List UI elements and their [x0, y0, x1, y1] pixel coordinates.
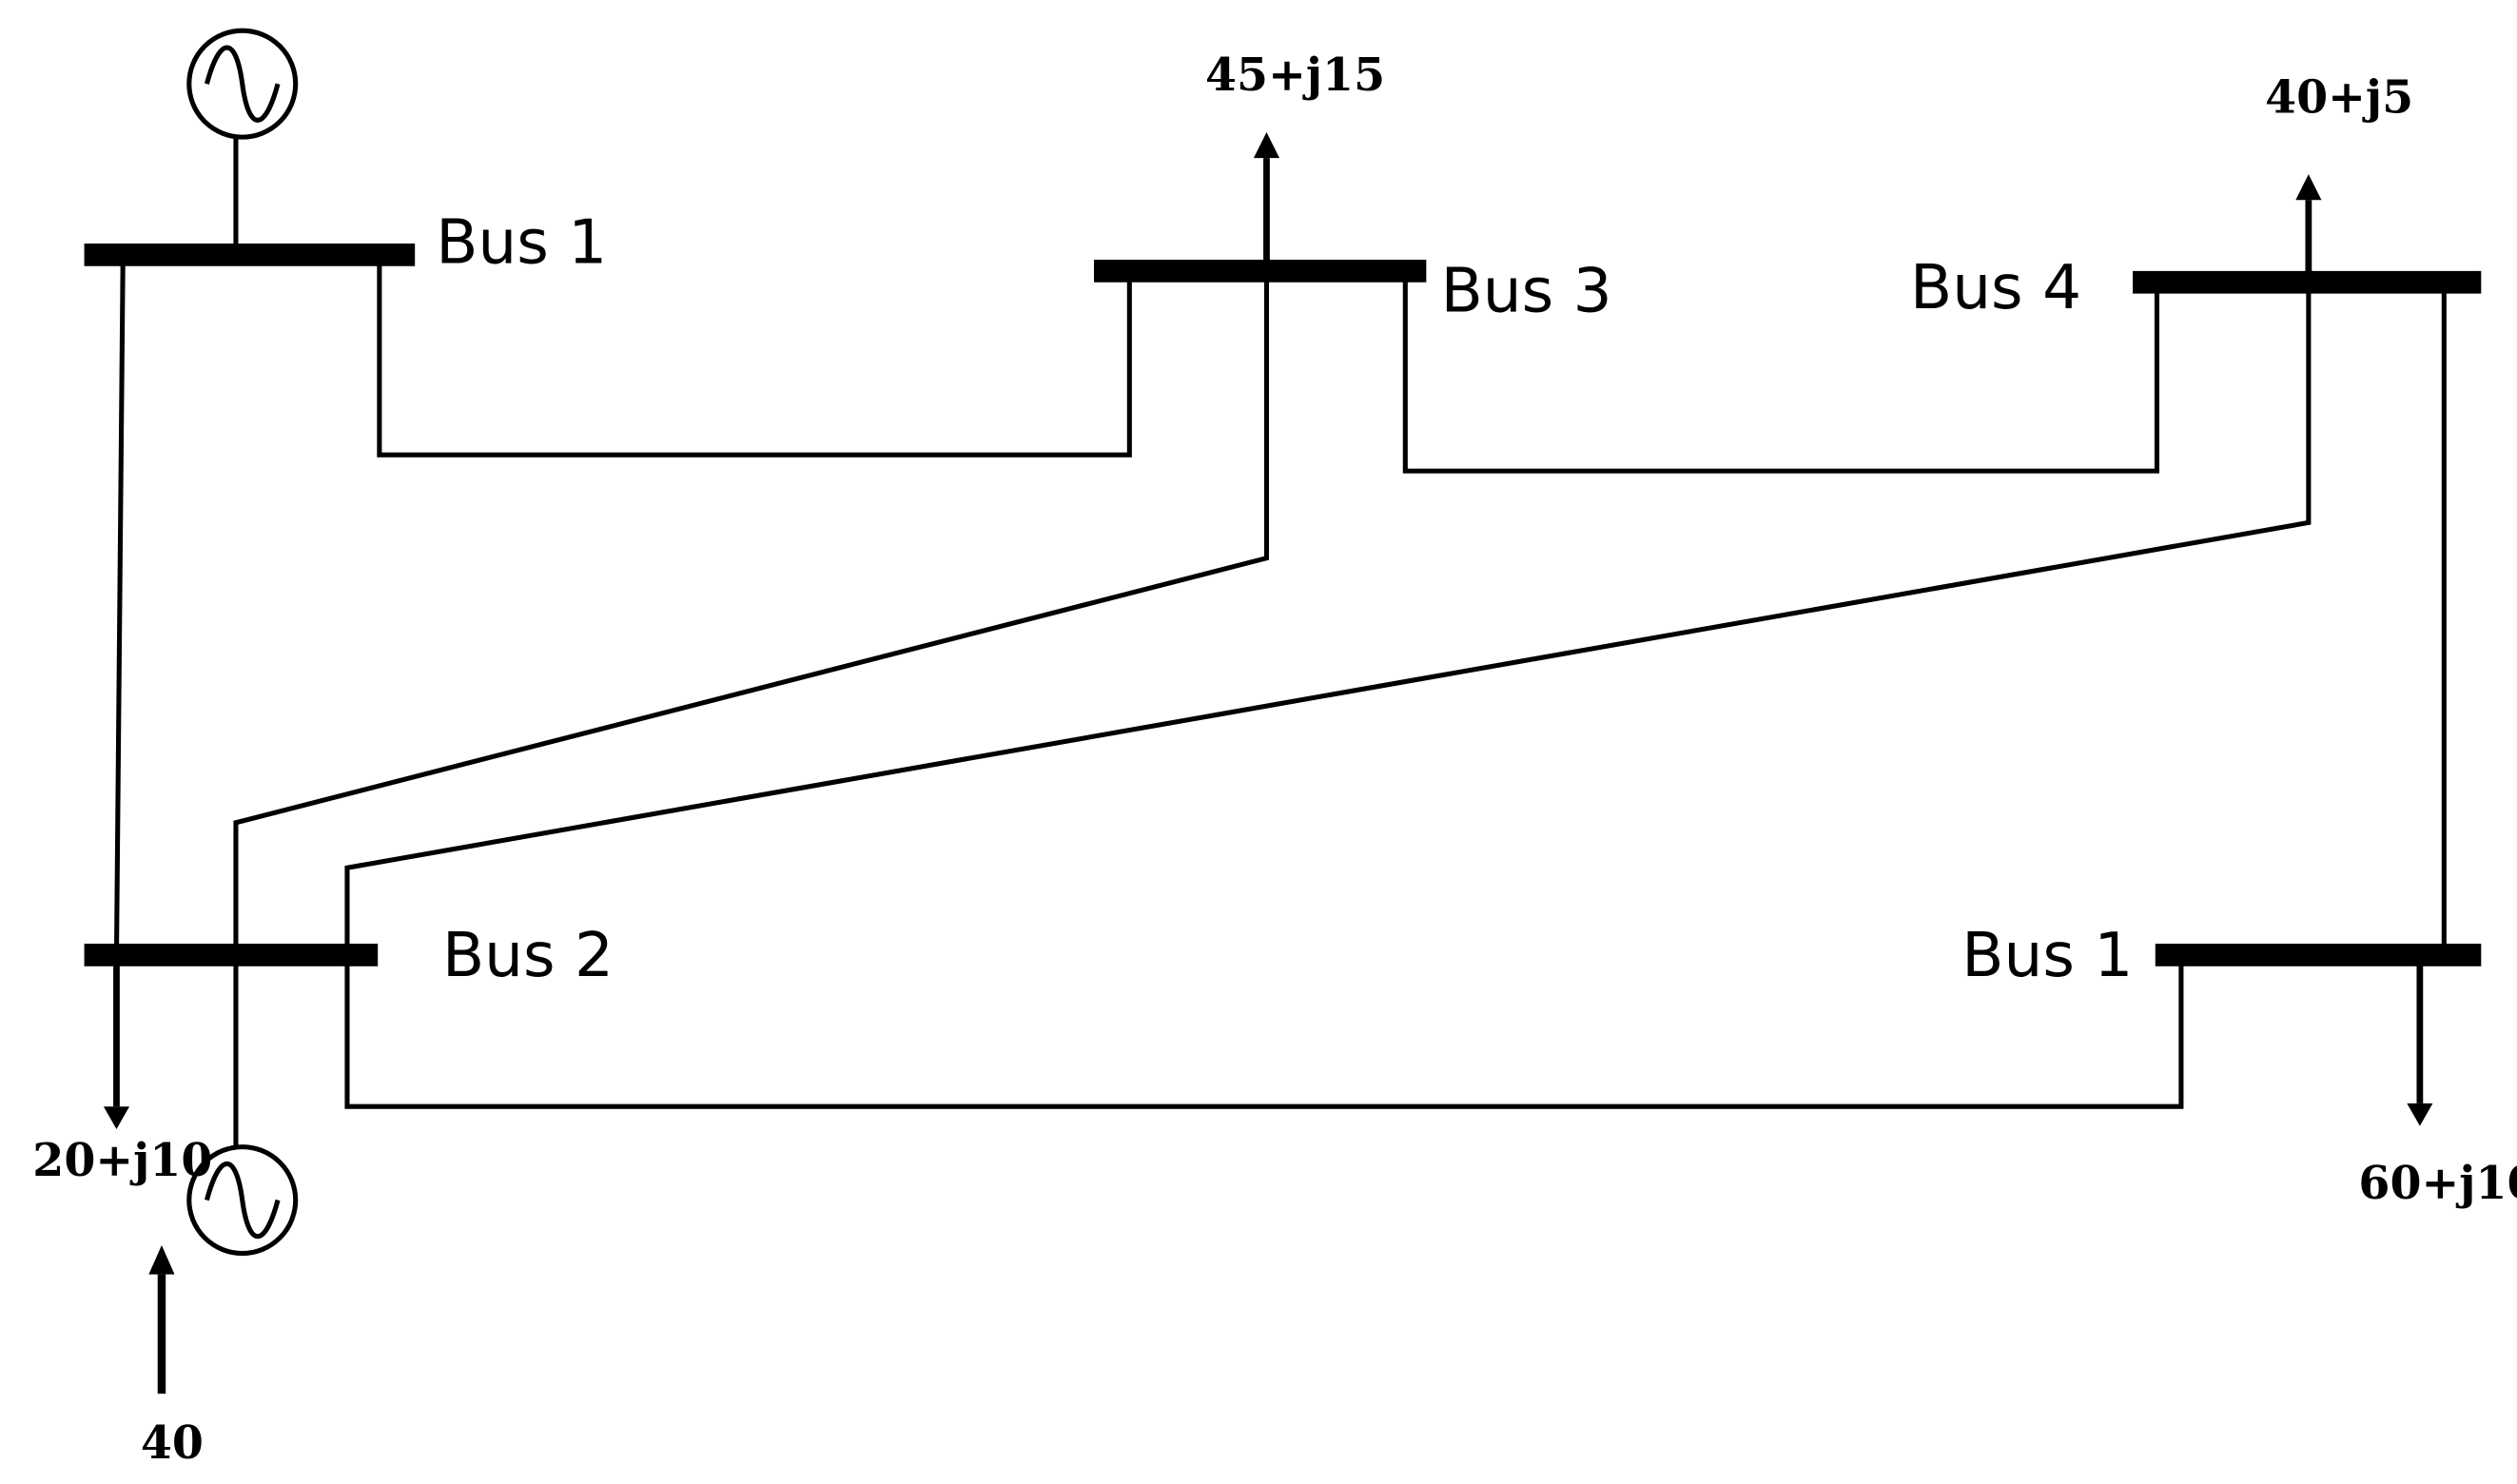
bus-bars: [84, 244, 2482, 967]
bus-label-top-left: Bus 1: [436, 206, 607, 278]
load-arrow-bus4: [2295, 174, 2322, 283]
bus-label-top-middle: Bus 3: [1441, 255, 1612, 326]
arrow-up-icon: [2295, 174, 2322, 201]
arrow-down-icon: [2407, 1103, 2433, 1126]
arrow-up-icon: [1253, 132, 1280, 159]
line-bus1-bus3: [377, 252, 1132, 458]
transmission-lines: [113, 252, 2447, 1109]
line-bus2-bus1-bottom: [344, 952, 2184, 1109]
line-bus3-bus4: [1402, 268, 2160, 474]
load-label-bus1-bottom: 60+j10: [2358, 1157, 2517, 1210]
generation-label-bus2: 40: [141, 1416, 204, 1470]
generation-arrow-bus2: [148, 1245, 175, 1395]
line-bus1-bus2: [113, 252, 126, 958]
load-arrow-bus3: [1253, 132, 1280, 271]
load-label-bus2: 20+j10: [32, 1134, 212, 1187]
load-arrow-bus2: [103, 954, 130, 1129]
sine-wave-icon: [204, 45, 281, 123]
bus-label-bottom-right: Bus 1: [1961, 920, 2133, 991]
generator-bus2: [186, 952, 299, 1257]
arrow-down-icon: [103, 1106, 130, 1129]
sine-wave-icon: [204, 1162, 281, 1239]
load-arrow-bus1-bottom: [2407, 954, 2433, 1126]
generator-bus1: [186, 28, 299, 258]
load-label-bus3: 45+j15: [1205, 49, 1385, 102]
line-bus4-bus2: [344, 280, 2312, 958]
bus-label-bottom-left: Bus 2: [442, 920, 614, 991]
arrow-up-icon: [148, 1245, 175, 1275]
line-bus3-bus2: [233, 268, 1270, 958]
bus-label-top-right: Bus 4: [1910, 252, 2081, 323]
load-label-bus4: 40+j5: [2265, 71, 2413, 125]
